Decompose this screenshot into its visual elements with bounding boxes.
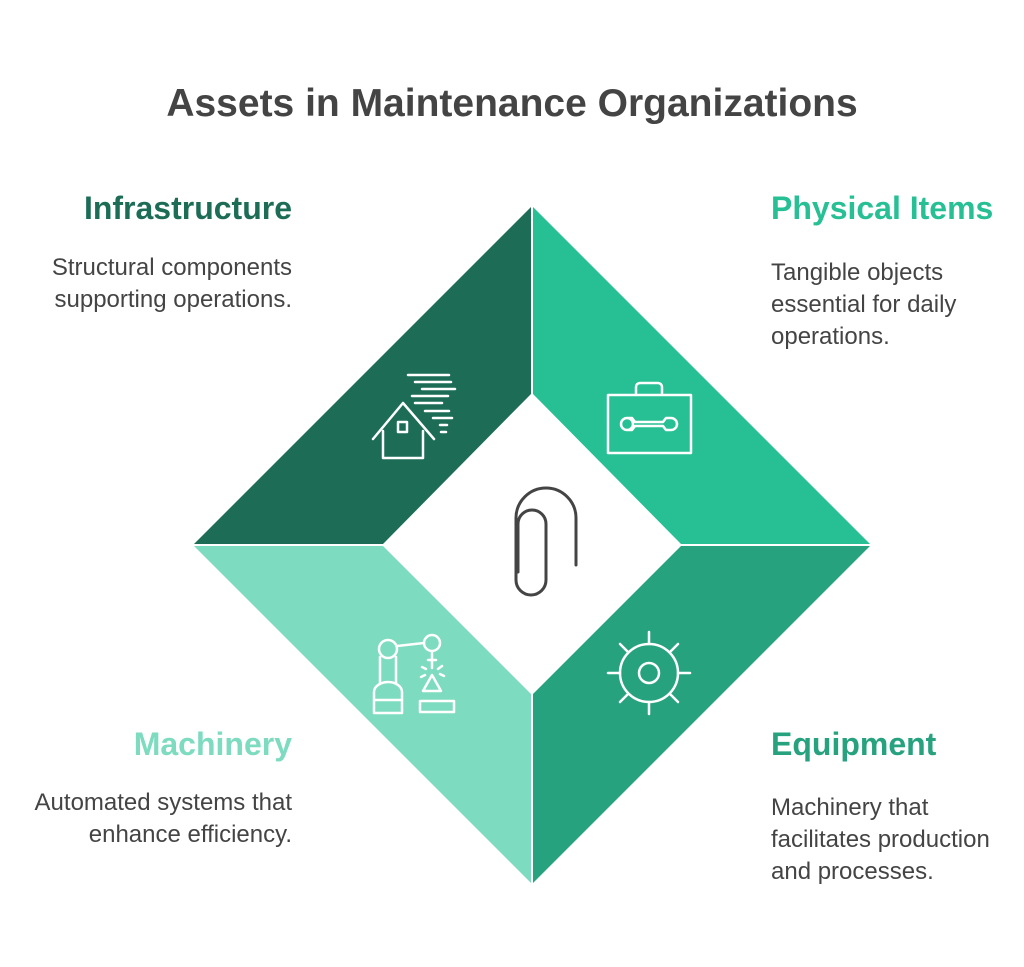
infrastructure-description: Structural components supporting operati… [52, 252, 292, 316]
description-line: supporting operations. [54, 286, 293, 313]
robot-arm-icon [372, 633, 456, 715]
diagram-title: Assets in Maintenance Organizations [166, 82, 858, 125]
gear-icon [606, 630, 692, 716]
paperclip-icon [514, 486, 578, 597]
description-line: essential for daily [771, 291, 957, 318]
physical-items-heading: Physical Items [771, 190, 994, 226]
equipment-description: Machinery that facilitates production an… [771, 792, 990, 888]
quadrant-machinery [194, 546, 531, 883]
description-line: Structural components [51, 254, 292, 281]
description-line: Tangible objects [771, 259, 944, 286]
quadrant-equipment [533, 546, 870, 883]
description-line: Machinery that [771, 794, 929, 821]
description-line: enhance efficiency. [88, 821, 292, 848]
toolbox-icon [606, 381, 693, 455]
machinery-description: Automated systems that enhance efficienc… [35, 787, 292, 851]
quadrant-infrastructure [194, 207, 531, 544]
house-wind-icon [371, 373, 457, 460]
description-line: facilitates production [771, 826, 990, 853]
description-line: and processes. [771, 858, 934, 885]
quadrant-physical-items [533, 207, 870, 544]
infrastructure-heading: Infrastructure [83, 190, 292, 226]
physical-items-description: Tangible objects essential for daily ope… [771, 257, 956, 353]
description-line: Automated systems that [34, 789, 292, 816]
equipment-heading: Equipment [771, 726, 937, 762]
description-line: operations. [771, 323, 890, 350]
machinery-heading: Machinery [133, 726, 292, 762]
